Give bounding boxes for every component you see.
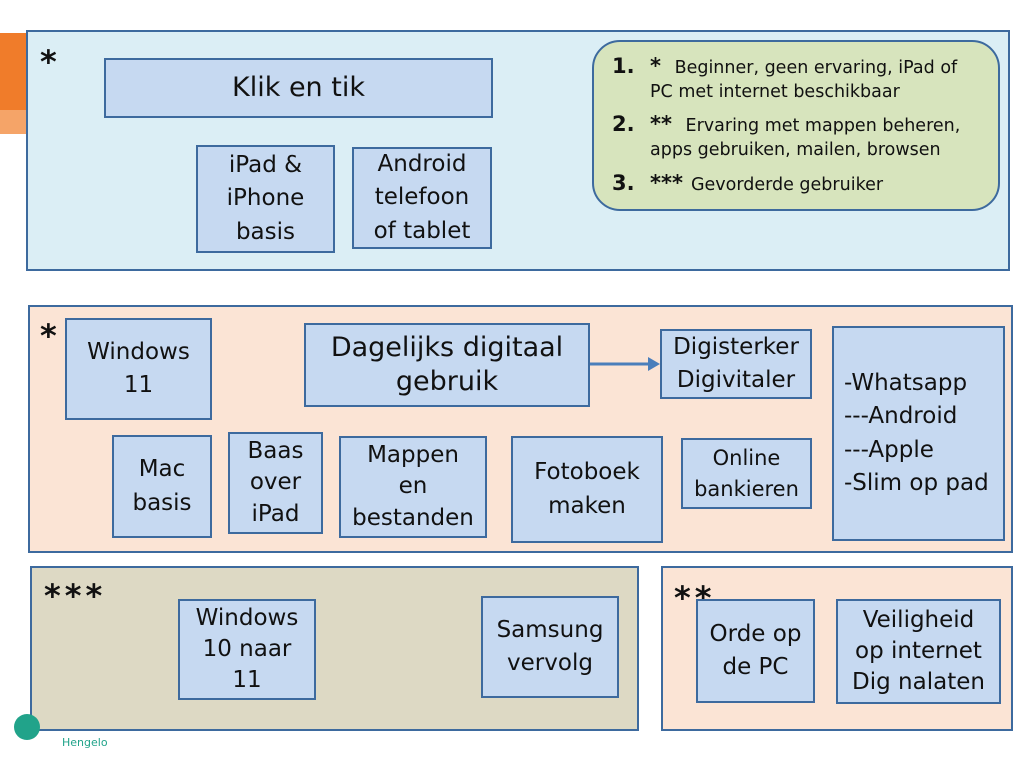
legend-description: Beginner, geen ervaring, iPad of PC met …: [650, 58, 958, 102]
ipad-iphone-basis-box: iPad & iPhone basis: [196, 145, 335, 253]
logo-icon: [14, 714, 40, 740]
legend-item-beginner: 1. * Beginner, geen ervaring, iPad of PC…: [612, 52, 984, 104]
accent-bar-light: [0, 110, 27, 134]
section-beginner-stars: *: [40, 43, 61, 81]
digisterker-box: Digisterker Digivitaler: [660, 329, 812, 399]
veiligheid-box: Veiligheid op internet Dig nalaten: [836, 599, 1001, 704]
legend-number: 2.: [612, 112, 635, 137]
organization-logo: Hengelo: [14, 712, 154, 752]
legend-stars: ***: [650, 170, 683, 195]
legend-description: Ervaring met mappen beheren, apps gebrui…: [650, 116, 961, 160]
android-box: Android telefoon of tablet: [352, 147, 492, 249]
fotoboek-box: Fotoboek maken: [511, 436, 663, 543]
section-daily-use-stars: *: [40, 317, 61, 355]
legend-number: 3.: [612, 170, 635, 195]
orde-op-pc-box: Orde op de PC: [696, 599, 815, 703]
dagelijks-digitaal-box: Dagelijks digitaal gebruik: [304, 323, 590, 407]
mac-basis-box: Mac basis: [112, 435, 212, 538]
level-legend: 1. * Beginner, geen ervaring, iPad of PC…: [592, 40, 1000, 211]
klik-en-tik-box: Klik en tik: [104, 58, 493, 118]
windows-11-box: Windows 11: [65, 318, 212, 420]
whatsapp-box: -Whatsapp ---Android ---Apple -Slim op p…: [832, 326, 1005, 541]
arrow-connector: [590, 357, 660, 371]
online-bankieren-box: Online bankieren: [681, 438, 812, 509]
mappen-box: Mappen en bestanden: [339, 436, 487, 538]
section-advanced-stars: ***: [44, 577, 107, 615]
legend-stars: *: [650, 54, 661, 78]
windows-10-naar-11-box: Windows 10 naar 11: [178, 599, 316, 700]
legend-item-advanced: 3. *** Gevorderde gebruiker: [612, 169, 984, 198]
legend-number: 1.: [612, 54, 635, 78]
baas-over-ipad-box: Baas over iPad: [228, 432, 323, 534]
legend-stars: **: [650, 112, 672, 137]
legend-item-intermediate: 2. ** Ervaring met mappen beheren, apps …: [612, 110, 984, 162]
samsung-vervolg-box: Samsung vervolg: [481, 596, 619, 698]
logo-subtitle: Hengelo: [62, 736, 108, 749]
legend-description: Gevorderde gebruiker: [690, 174, 884, 195]
